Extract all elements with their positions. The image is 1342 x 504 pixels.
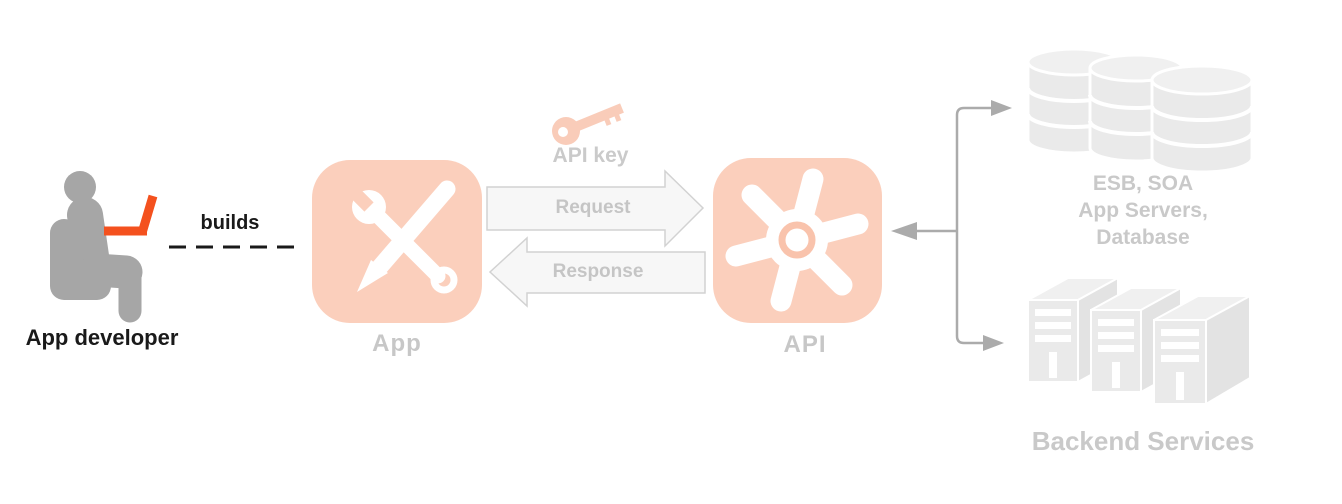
wrench-and-pencil-icon — [342, 180, 458, 294]
api-node-label: API — [783, 331, 827, 358]
backend-connector — [916, 106, 992, 345]
app-icon — [312, 160, 482, 323]
arrowhead-to-databases — [991, 100, 1012, 116]
response-arrow — [488, 236, 706, 308]
api-key-label: API key — [552, 144, 629, 167]
key-icon — [552, 103, 624, 145]
arrowhead-to-servers — [983, 335, 1004, 351]
backend-tier1-line1: ESB, SOA — [1092, 172, 1194, 195]
server-towers-icon — [1027, 276, 1251, 406]
backend-tier1-line3: Database — [1096, 226, 1190, 249]
api-icon — [713, 158, 882, 323]
response-label: Response — [552, 261, 644, 282]
request-arrow — [486, 169, 705, 248]
laptop-icon — [104, 194, 158, 236]
backend-tier1-label: ESB, SOA App Servers, Database — [1040, 170, 1246, 251]
person-with-laptop-icon — [50, 171, 158, 323]
request-label: Request — [555, 197, 631, 218]
app-node-label: App — [372, 330, 422, 357]
database-stack-icon — [1026, 47, 1254, 174]
backend-tier1-line2: App Servers, — [1078, 199, 1208, 222]
builds-label: builds — [200, 212, 260, 234]
app-developer-label: App developer — [25, 325, 179, 350]
backend-services-label: Backend Services — [1031, 426, 1255, 456]
arrowhead-to-api — [891, 222, 917, 240]
